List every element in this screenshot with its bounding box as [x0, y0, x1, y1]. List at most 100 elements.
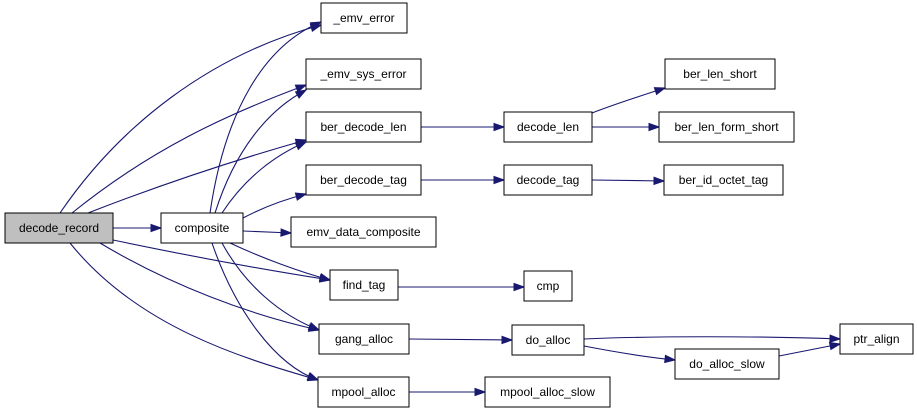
edge-composite-to-mpool_alloc — [211, 242, 320, 381]
node-label: _emv_sys_error — [319, 67, 406, 81]
arrowhead — [294, 192, 308, 201]
arrowhead — [280, 228, 293, 237]
arrowhead — [513, 282, 526, 292]
edge-find_tag-to-cmp — [398, 282, 526, 292]
edge-line — [221, 141, 307, 214]
node-box — [663, 164, 784, 196]
node-box — [320, 2, 408, 34]
arrowhead — [318, 273, 332, 282]
edge-line — [87, 139, 307, 214]
node-decode-tag[interactable]: decode_tag — [503, 164, 593, 196]
node-label: do_alloc — [526, 333, 571, 347]
node-box — [4, 212, 114, 244]
arrowhead — [294, 84, 308, 93]
node-label: _emv_error — [332, 11, 394, 25]
node-emv-sys-error[interactable]: _emv_sys_error — [305, 58, 422, 90]
edge-decode_record-to-_emv_error — [59, 23, 323, 214]
edge-line — [583, 345, 676, 361]
edge-line — [112, 239, 331, 281]
arrowhead — [150, 223, 163, 233]
node-label: ber_decode_tag — [320, 173, 407, 187]
edges-layer — [59, 21, 842, 397]
edge-line — [229, 242, 331, 281]
node-box — [318, 323, 410, 355]
node-box — [317, 376, 410, 408]
node-label: find_tag — [343, 278, 386, 292]
node-label: gang_alloc — [335, 332, 393, 346]
arrowhead — [294, 141, 308, 151]
node-box — [658, 111, 795, 143]
node-label: ber_decode_len — [320, 120, 406, 134]
node-ber-id-octet-tag[interactable]: ber_id_octet_tag — [663, 164, 784, 196]
arrowhead — [309, 21, 323, 31]
node-label: decode_len — [517, 120, 579, 134]
edge-line — [408, 338, 513, 341]
node-label: decode_tag — [517, 173, 580, 187]
node-box — [305, 111, 422, 143]
edge-composite-to-emv_data_composite — [242, 228, 293, 237]
node-ber-decode-len[interactable]: ber_decode_len — [305, 111, 422, 143]
edge-composite-to-gang_alloc — [221, 242, 321, 331]
edge-gang_alloc-to-do_alloc — [408, 335, 514, 345]
node-emv-data-composite[interactable]: emv_data_composite — [290, 216, 437, 248]
node-mpool-alloc[interactable]: mpool_alloc — [317, 376, 410, 408]
edge-do_alloc_slow-to-ptr_align — [778, 341, 842, 357]
node-emv-error[interactable]: _emv_error — [320, 2, 408, 34]
node-box — [305, 58, 422, 90]
node-label: decode_record — [19, 221, 99, 235]
arrowhead — [294, 89, 308, 99]
node-gang-alloc[interactable]: gang_alloc — [318, 323, 410, 355]
edge-composite-to-ber_decode_tag — [242, 192, 308, 219]
edge-decode_record-to-_emv_sys_error — [71, 84, 308, 214]
edge-line — [69, 242, 319, 381]
edge-composite-to-ber_decode_len — [221, 141, 308, 214]
node-mpool-alloc-slow[interactable]: mpool_alloc_slow — [484, 376, 611, 408]
edge-line — [209, 21, 322, 214]
edge-do_alloc-to-do_alloc_slow — [583, 345, 677, 364]
edge-line — [99, 242, 320, 331]
node-do-alloc-slow[interactable]: do_alloc_slow — [674, 348, 780, 380]
node-box — [839, 323, 914, 355]
edge-line — [221, 242, 320, 331]
node-box — [484, 376, 611, 408]
node-decode-record[interactable]: decode_record — [4, 212, 114, 244]
node-ber-len-form-short[interactable]: ber_len_form_short — [658, 111, 795, 143]
arrowhead — [474, 387, 487, 397]
node-box — [503, 164, 593, 196]
edge-do_alloc-to-ptr_align — [583, 334, 842, 343]
node-box — [503, 111, 593, 143]
edge-decode_len-to-ber_len_short — [591, 87, 667, 114]
edge-ber_decode_tag-to-decode_tag — [421, 175, 506, 185]
arrowhead — [306, 372, 320, 381]
node-ptr-align[interactable]: ptr_align — [839, 323, 914, 355]
edge-decode_record-to-ber_decode_len — [87, 138, 308, 214]
arrowhead — [828, 341, 842, 351]
node-ber-decode-tag[interactable]: ber_decode_tag — [305, 164, 422, 196]
node-composite[interactable]: composite — [160, 212, 244, 244]
edge-mpool_alloc-to-mpool_alloc_slow — [409, 387, 487, 397]
arrowhead — [307, 321, 321, 331]
node-label: mpool_alloc — [331, 385, 395, 399]
node-label: cmp — [537, 279, 560, 293]
node-label: ber_len_short — [683, 67, 757, 81]
node-cmp[interactable]: cmp — [523, 270, 573, 302]
node-label: do_alloc_slow — [689, 357, 765, 371]
edge-composite-to-_emv_sys_error — [214, 89, 308, 214]
edge-composite-to-find_tag — [229, 242, 332, 282]
node-label: emv_data_composite — [306, 225, 420, 239]
edge-decode_len-to-ber_len_form_short — [592, 122, 661, 132]
node-box — [664, 58, 776, 90]
node-ber-len-short[interactable]: ber_len_short — [664, 58, 776, 90]
edge-decode_record-to-gang_alloc — [99, 242, 321, 332]
node-decode-len[interactable]: decode_len — [503, 111, 593, 143]
edge-line — [59, 24, 322, 214]
edge-composite-to-_emv_error — [209, 21, 323, 214]
node-label: ber_id_octet_tag — [679, 173, 768, 187]
arrowhead — [653, 87, 667, 96]
node-box — [511, 324, 585, 356]
node-do-alloc[interactable]: do_alloc — [511, 324, 585, 356]
node-find-tag[interactable]: find_tag — [329, 269, 399, 301]
arrowhead — [493, 122, 506, 132]
node-label: mpool_alloc_slow — [500, 385, 595, 399]
edge-line — [591, 87, 666, 114]
